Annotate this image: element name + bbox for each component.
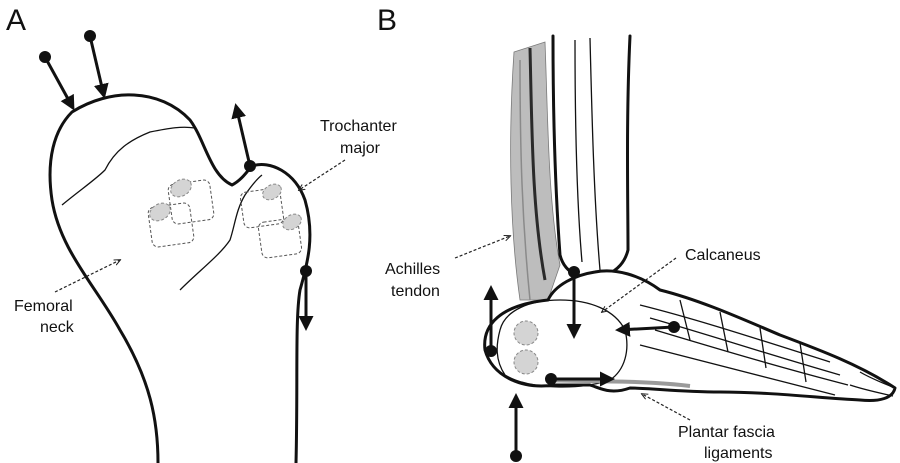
plantar-label-line2: ligaments — [704, 445, 772, 462]
trochanter-label-line1: Trochanter — [320, 118, 397, 135]
femoral-neck-label-line2: neck — [40, 319, 75, 336]
heel-up-arrow — [510, 396, 522, 462]
femoral-head-arrow-1 — [39, 51, 73, 108]
achilles-label-line2: tendon — [391, 283, 440, 300]
panel-b: B — [377, 4, 895, 462]
plantar-label-line1: Plantar fascia — [678, 424, 775, 441]
femur-outline — [50, 95, 310, 463]
femoral-neck-label-line1: Femoral — [14, 298, 73, 315]
trochanter-label-line2: major — [340, 140, 381, 157]
lateral-down-arrow — [300, 265, 312, 328]
achilles-label-line1: Achilles — [385, 261, 440, 278]
panel-a: A — [6, 4, 397, 463]
panel-b-label: B — [377, 4, 397, 37]
trochanter-leader — [299, 160, 345, 190]
panel-a-label: A — [6, 4, 26, 37]
achilles-leader — [455, 236, 510, 258]
calcaneus-label: Calcaneus — [685, 247, 761, 264]
trochanter-up-arrow — [236, 106, 256, 172]
femoral-head-arrow-2 — [84, 30, 104, 96]
plantar-leader — [642, 394, 690, 420]
